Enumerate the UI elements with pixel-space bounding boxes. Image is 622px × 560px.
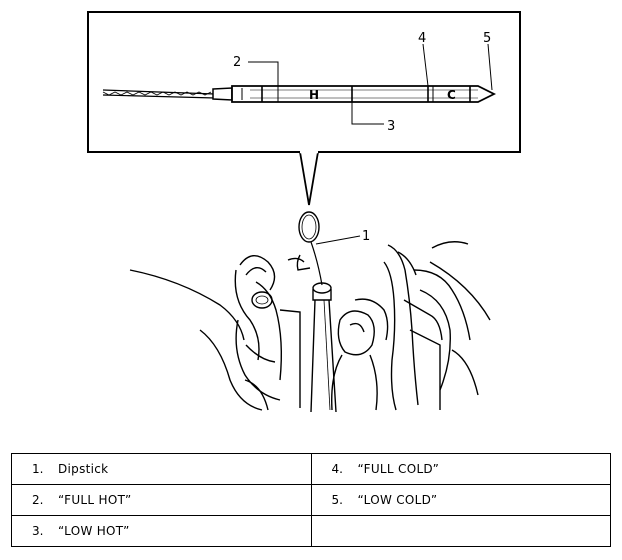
legend-label: “LOW COLD” — [357, 493, 438, 507]
dipstick-diagram: H C 2 3 4 5 — [87, 11, 521, 413]
legend-number: 5. — [331, 493, 343, 507]
legend-cell: 4. “FULL COLD” — [310, 453, 611, 485]
legend-label: “FULL COLD” — [357, 462, 440, 476]
legend-table: 1. Dipstick 4. “FULL COLD” 2. “FULL HOT” 5.… — [11, 453, 611, 547]
legend-cell: 2. “FULL HOT” — [11, 484, 312, 516]
detail-box — [87, 11, 521, 153]
legend-row: 3. “LOW HOT” — [11, 515, 611, 547]
engine-illustration — [129, 211, 491, 413]
dipstick-ferrule — [212, 87, 233, 101]
legend-label: “LOW HOT” — [58, 524, 130, 538]
callout-5: 5 — [483, 31, 491, 46]
callout-3: 3 — [387, 119, 395, 134]
legend-number: 2. — [32, 493, 44, 507]
callout-2: 2 — [233, 55, 241, 70]
callout-4: 4 — [418, 31, 426, 46]
legend-row: 2. “FULL HOT” 5. “LOW COLD” — [11, 484, 611, 516]
legend-number: 1. — [32, 462, 44, 476]
legend-number: 3. — [32, 524, 44, 538]
legend-cell-empty — [310, 515, 611, 547]
callout-1: 1 — [362, 229, 370, 244]
dipstick-cable — [102, 89, 216, 99]
legend-row: 1. Dipstick 4. “FULL COLD” — [11, 453, 611, 485]
legend-label: “FULL HOT” — [58, 493, 132, 507]
hot-mark-letter: H — [309, 88, 319, 102]
legend-cell: 5. “LOW COLD” — [310, 484, 611, 516]
legend-number: 4. — [331, 462, 343, 476]
cold-mark-letter: C — [447, 88, 456, 102]
detail-pointer — [299, 151, 319, 206]
legend-cell: 1. Dipstick — [11, 453, 312, 485]
legend-label: Dipstick — [58, 462, 109, 476]
dipstick-ring — [298, 211, 320, 243]
legend-cell: 3. “LOW HOT” — [11, 515, 312, 547]
